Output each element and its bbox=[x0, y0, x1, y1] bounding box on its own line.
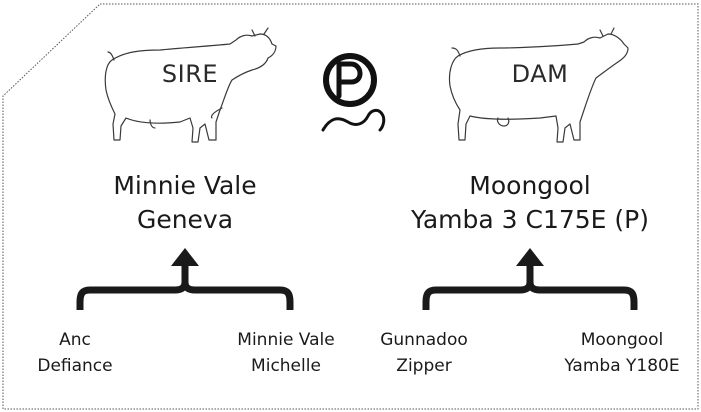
sire-granddam-line2: Michelle bbox=[251, 356, 321, 376]
dam-grandsire-line2: Zipper bbox=[396, 356, 452, 376]
dotted-border bbox=[2, 3, 699, 410]
dam-granddam-line2: Yamba Y180E bbox=[564, 356, 680, 376]
dam-name-line2: Yamba 3 C175E (P) bbox=[411, 205, 649, 234]
dam-brace-arrow bbox=[422, 248, 638, 310]
polled-symbol-icon bbox=[321, 53, 386, 132]
dam-label: DAM bbox=[511, 60, 569, 88]
sire-grandsire-line2: Defiance bbox=[37, 356, 113, 376]
dam-grandsire-line1: Gunnadoo bbox=[380, 330, 468, 350]
cow-outline-icon bbox=[448, 27, 629, 143]
sire-granddam-line1: Minnie Vale bbox=[237, 330, 335, 350]
sire-grandsire-line1: Anc bbox=[59, 330, 91, 350]
dam-name-line1: Moongool bbox=[469, 171, 591, 200]
sire-label: SIRE bbox=[161, 60, 219, 88]
sire-name-line2: Geneva bbox=[136, 205, 234, 234]
sire-name-line1: Minnie Vale bbox=[113, 171, 257, 200]
sire-brace-arrow bbox=[76, 248, 294, 310]
bull-outline-icon bbox=[104, 27, 277, 143]
dam-granddam-line1: Moongool bbox=[580, 330, 664, 350]
